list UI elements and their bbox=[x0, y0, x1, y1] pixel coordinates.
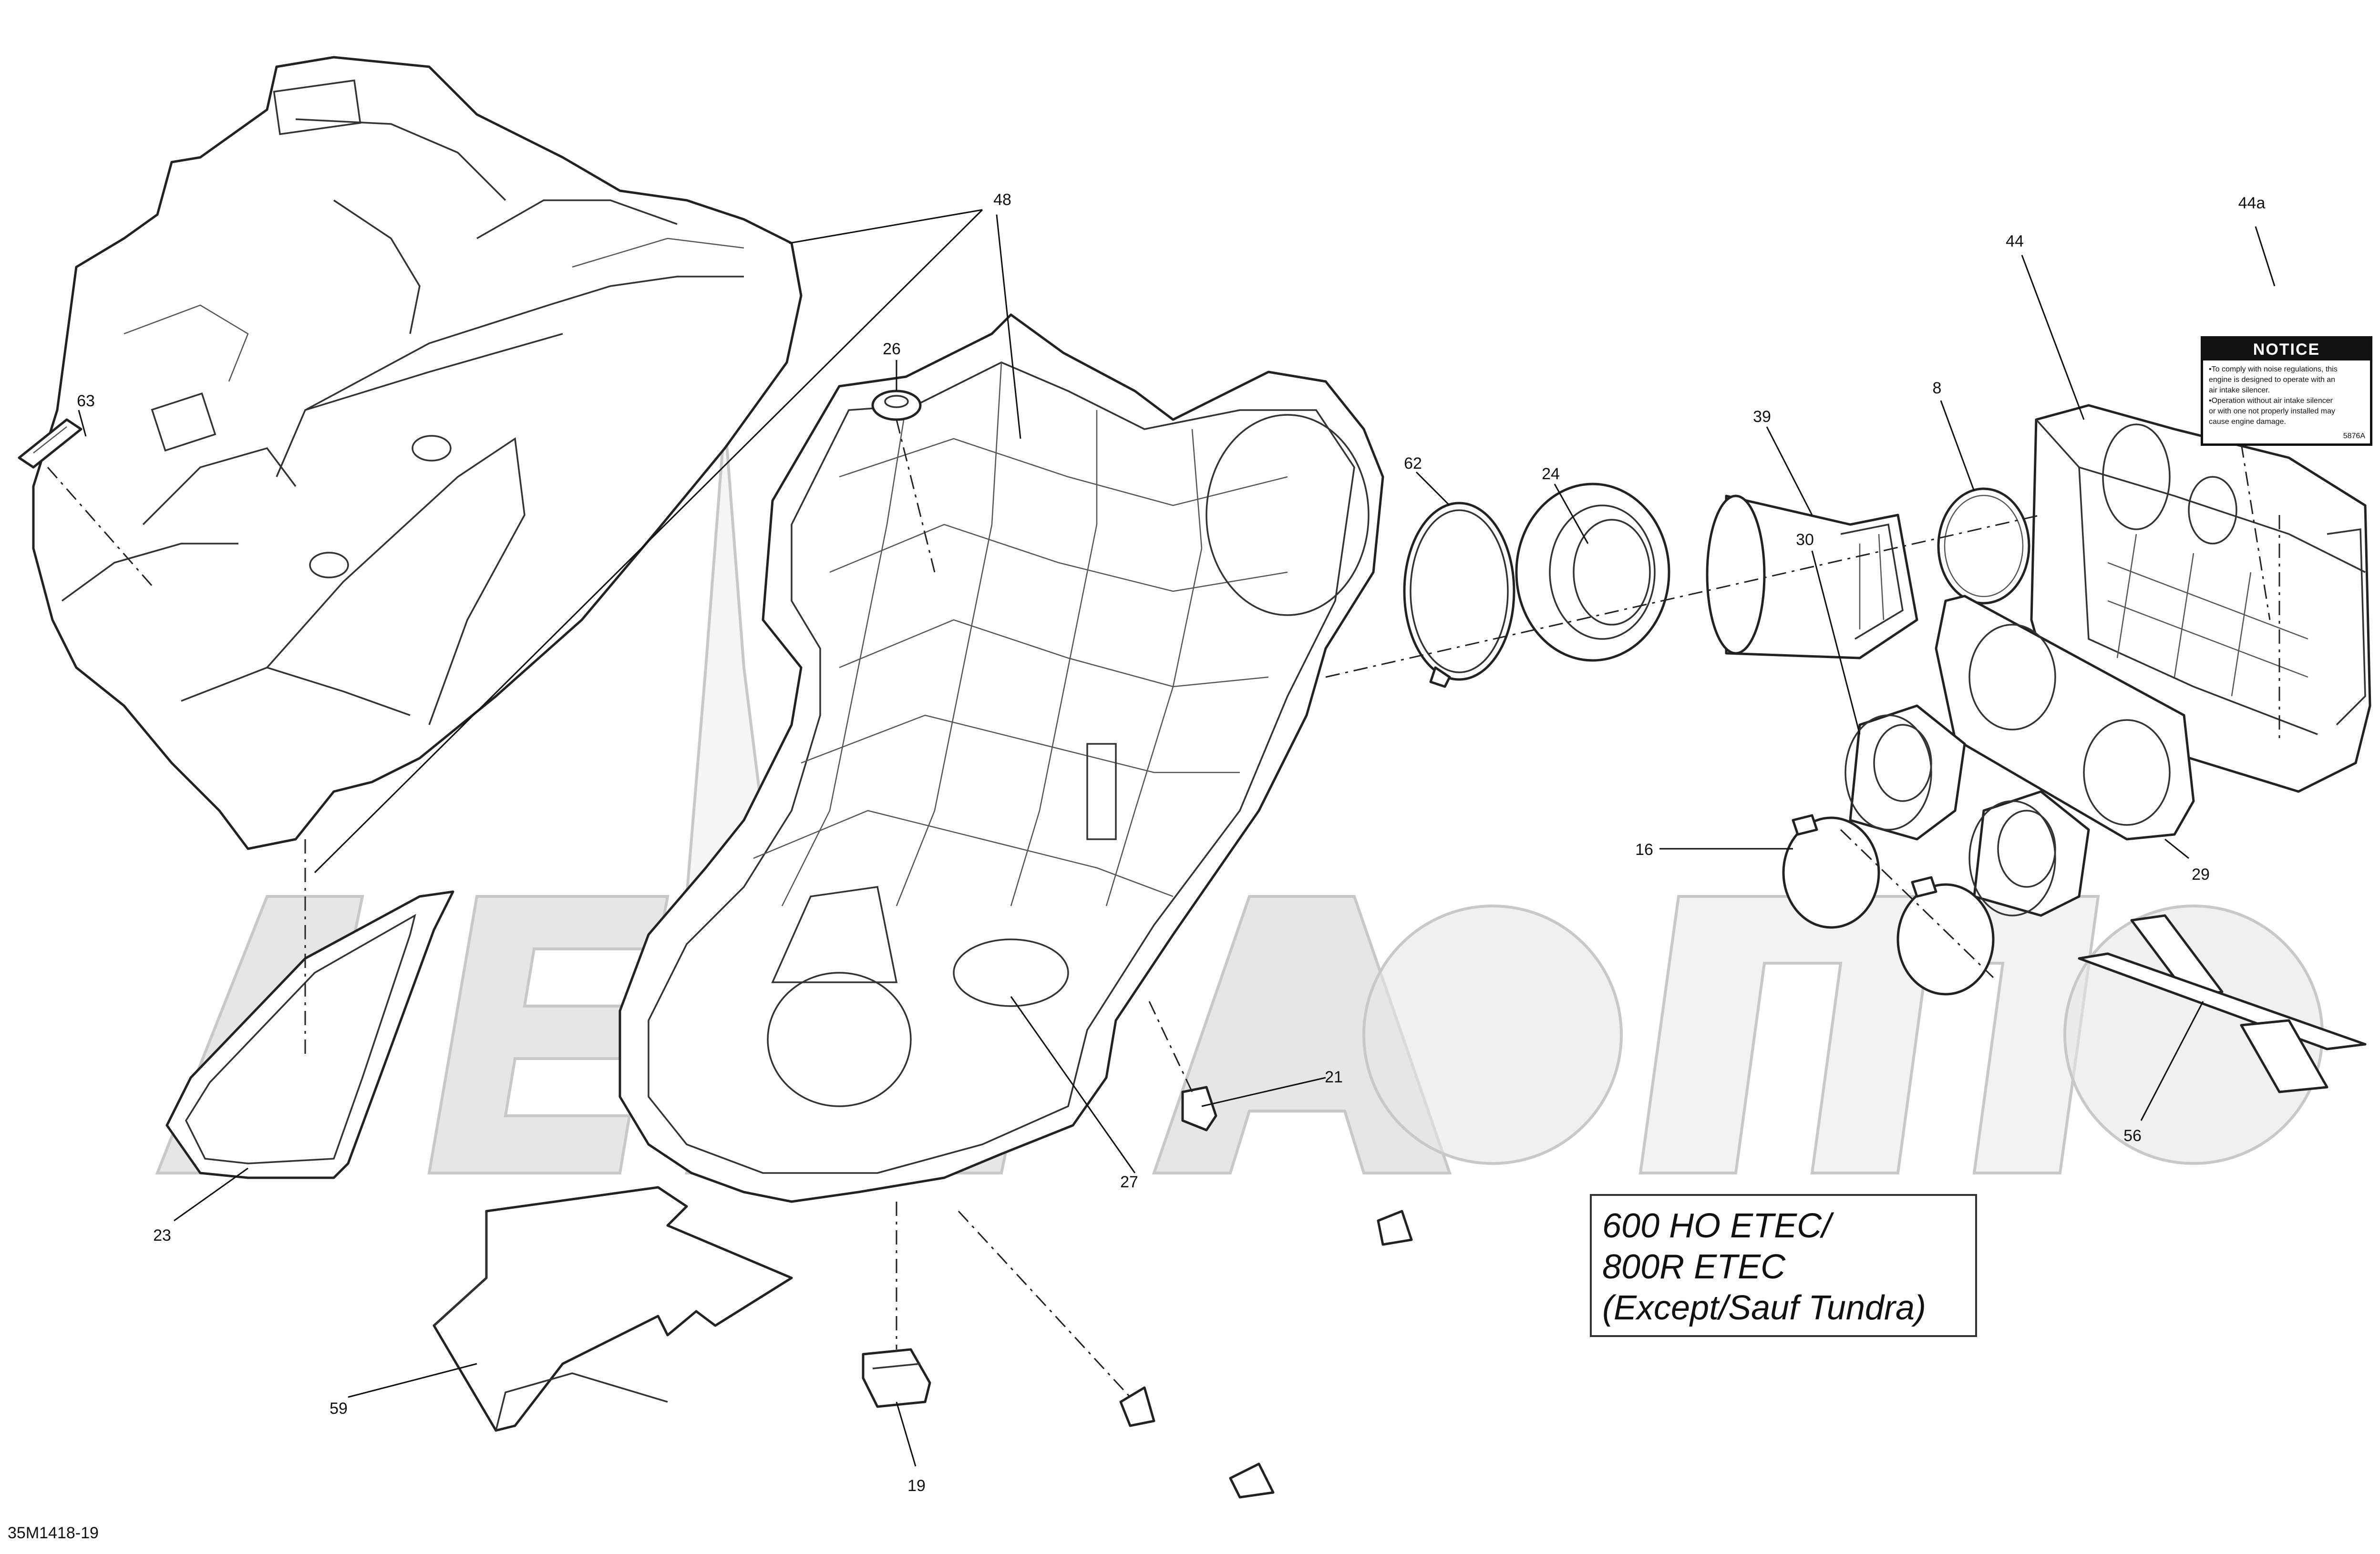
callout-39: 39 bbox=[1753, 408, 1771, 426]
drawing-reference: 35M1418-19 bbox=[8, 1524, 99, 1542]
model-variant-box: 600 HO ETEC/ 800R ETEC (Except/Sauf Tund… bbox=[1590, 1194, 1977, 1337]
callout-63: 63 bbox=[77, 392, 95, 410]
callout-labels: 48 44a 44 63 26 62 24 39 8 30 16 29 21 2… bbox=[77, 191, 2265, 1495]
callout-19: 19 bbox=[907, 1477, 926, 1495]
part-gasket-frame bbox=[165, 890, 454, 1179]
part-clip-lower-right bbox=[1377, 1210, 1413, 1246]
part-coupler-30-a bbox=[1844, 704, 1966, 841]
part-intake-horn-39 bbox=[1706, 494, 1918, 659]
part-grommet-26 bbox=[871, 390, 922, 421]
part-clip-bottom-right bbox=[1229, 1462, 1275, 1499]
part-adaptor-29 bbox=[1935, 595, 2195, 841]
notice-decal-44a: NOTICE •To comply with noise regulations… bbox=[2201, 336, 2372, 446]
notice-line: air intake silencer. bbox=[2209, 386, 2270, 394]
notice-line: cause engine damage. bbox=[2209, 418, 2286, 426]
part-lower-shield bbox=[433, 1186, 793, 1432]
part-o-ring-8 bbox=[1937, 487, 2030, 605]
leader-lines bbox=[78, 209, 2276, 1467]
callout-16: 16 bbox=[1635, 841, 1653, 859]
callout-48: 48 bbox=[993, 191, 1011, 209]
alignment-lines bbox=[47, 419, 2280, 1398]
part-clamp-62 bbox=[1403, 502, 1515, 688]
callout-62: 62 bbox=[1404, 454, 1422, 473]
part-clamp-16-b bbox=[1896, 876, 1995, 996]
notice-line: •To comply with noise regulations, this bbox=[2209, 365, 2338, 373]
part-lower-airbox-housing bbox=[618, 313, 1384, 1203]
callout-44a: 44a bbox=[2238, 194, 2266, 212]
callout-8: 8 bbox=[1933, 379, 1942, 397]
part-clamp-16-a bbox=[1782, 814, 1880, 929]
callout-59: 59 bbox=[330, 1400, 348, 1418]
callout-26: 26 bbox=[883, 340, 901, 358]
part-clip-21 bbox=[1181, 1086, 1217, 1132]
notice-heading: NOTICE bbox=[2203, 339, 2370, 360]
part-coupler-24 bbox=[1515, 483, 1670, 662]
variant-line-1: 600 HO ETEC/ bbox=[1602, 1207, 1832, 1245]
callout-56: 56 bbox=[2123, 1127, 2142, 1145]
variant-line-2: 800R ETEC bbox=[1602, 1248, 1786, 1286]
callout-23: 23 bbox=[153, 1226, 171, 1245]
callout-27: 27 bbox=[1120, 1173, 1138, 1191]
notice-code: 5876A bbox=[2343, 432, 2365, 440]
part-foam-pad-56 bbox=[2078, 914, 2367, 1093]
callout-30: 30 bbox=[1796, 531, 1814, 549]
notice-text: •To comply with noise regulations, this … bbox=[2203, 360, 2370, 431]
part-bushing-19 bbox=[862, 1348, 931, 1408]
notice-line: •Operation without air intake silencer bbox=[2209, 397, 2333, 405]
part-upper-airbox-cover bbox=[32, 56, 803, 850]
part-decal-63 bbox=[18, 418, 82, 469]
callout-44: 44 bbox=[2006, 232, 2024, 250]
notice-line: or with one not properly installed may bbox=[2209, 407, 2336, 415]
callout-29: 29 bbox=[2192, 865, 2210, 884]
notice-line: engine is designed to operate with an bbox=[2209, 376, 2336, 384]
callout-24: 24 bbox=[1542, 465, 1560, 483]
variant-line-3: (Except/Sauf Tundra) bbox=[1602, 1289, 1926, 1327]
part-coupler-30-b bbox=[1968, 790, 2090, 917]
callout-21: 21 bbox=[1325, 1068, 1343, 1086]
part-clip-bottom-center bbox=[1119, 1386, 1155, 1427]
